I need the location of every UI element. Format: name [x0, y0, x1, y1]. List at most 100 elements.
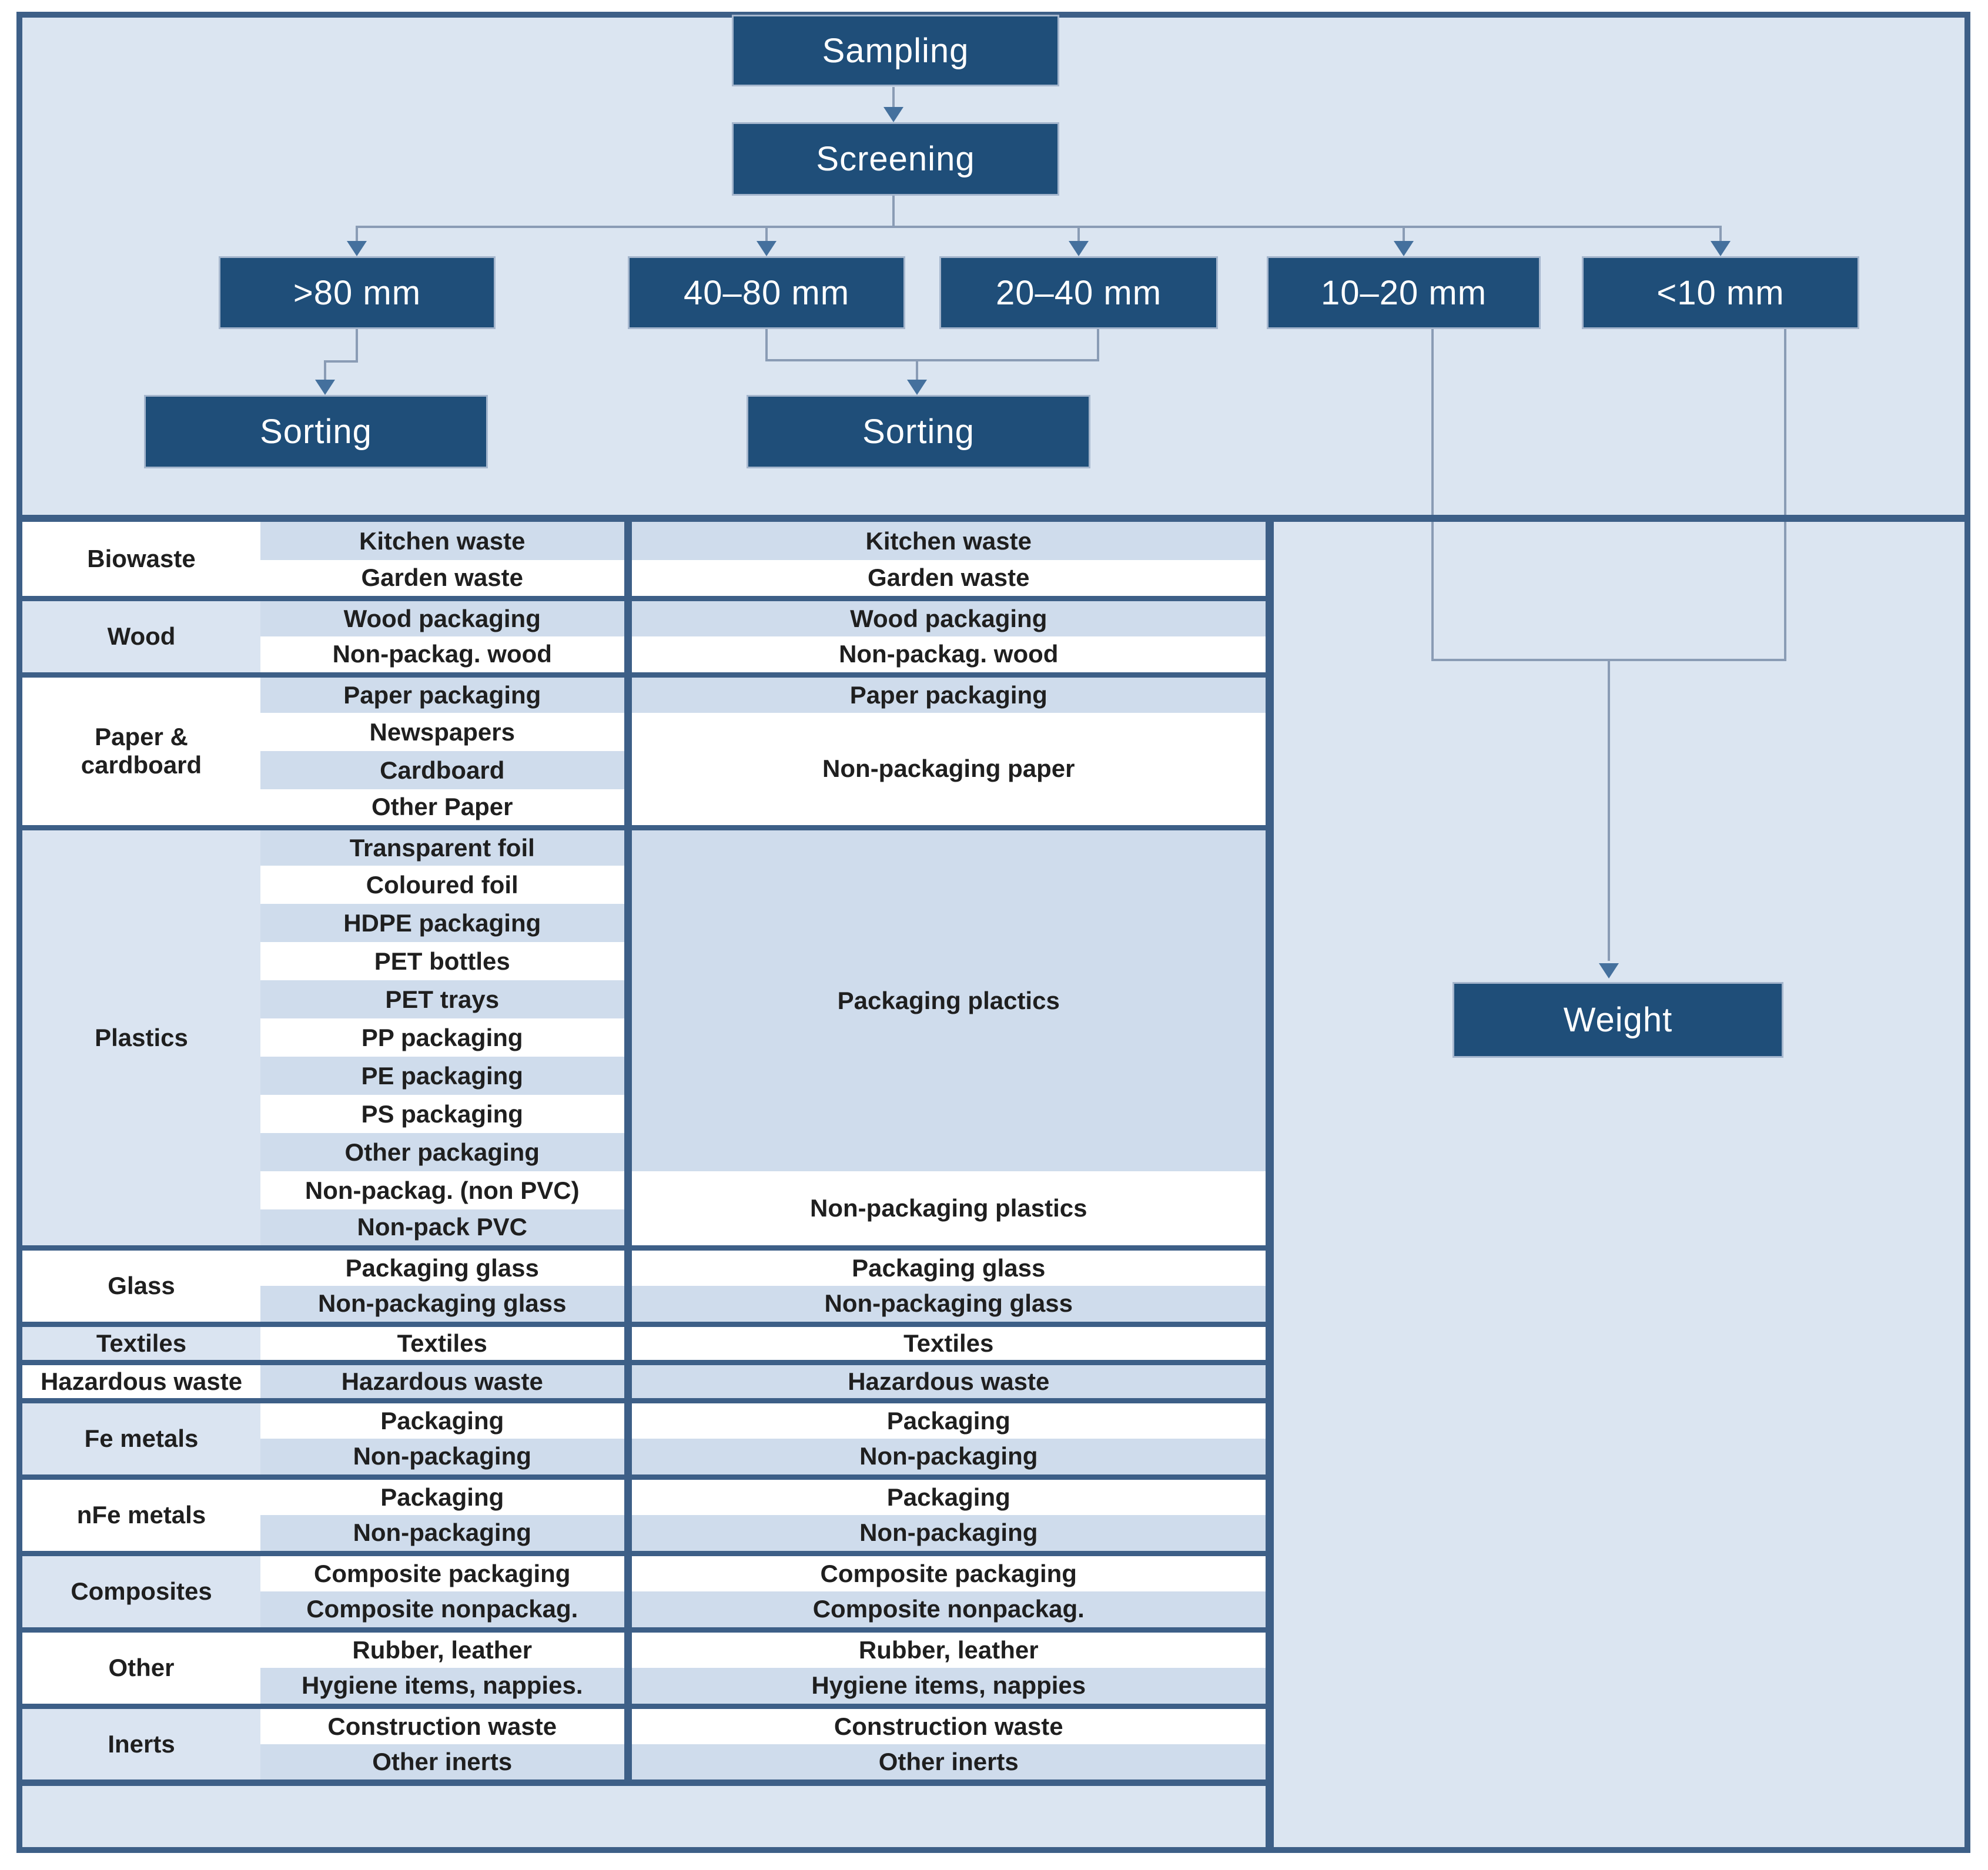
sorting-label: Sorting	[862, 413, 975, 451]
connector-mid-sorting-h	[765, 359, 1099, 361]
fraction1-cell: Composite nonpackag.	[260, 1591, 628, 1630]
process-box-sampling: Sampling	[732, 15, 1059, 86]
fraction2-cell: Packaging plactics	[624, 825, 1266, 1171]
table-row: PET trays	[22, 980, 1266, 1018]
fraction2-cell: Composite nonpackag.	[624, 1591, 1266, 1630]
fraction2-cell: Construction waste	[624, 1703, 1266, 1744]
connector-10-drop	[1784, 328, 1786, 661]
drop-fraction-20-40	[1077, 227, 1080, 242]
fraction1-cell: Composite packaging	[260, 1550, 628, 1591]
table-row: Composite nonpackag.Composite nonpackag.	[22, 1591, 1266, 1630]
fraction1-cell: Packaging glass	[260, 1245, 628, 1286]
connector-80-sorting-v2	[324, 360, 326, 382]
category-cell: Other	[22, 1627, 260, 1706]
fraction1-cell: Packaging	[260, 1474, 628, 1515]
arrowhead-fraction-10	[1711, 241, 1731, 256]
fraction2-cell: Garden waste	[624, 560, 1266, 598]
process-box-sorting-mid: Sorting	[747, 395, 1090, 468]
connector-80-sorting-h	[324, 360, 358, 363]
fraction-box-10-20mm: 10–20 mm	[1267, 256, 1541, 329]
fraction2-cell: Non-packaging	[624, 1439, 1266, 1477]
fraction1-cell: Packaging	[260, 1398, 628, 1439]
category-cell: Fe metals	[22, 1398, 260, 1477]
fraction2-cell: Other inerts	[624, 1744, 1266, 1782]
fraction-box-20-40mm: 20–40 mm	[939, 256, 1218, 329]
fraction1-cell: Garden waste	[260, 560, 628, 598]
table-row: Non-packag. (non PVC)Non-packaging plast…	[22, 1171, 1266, 1248]
fraction2-cell: Kitchen waste	[624, 522, 1266, 560]
fraction1-cell: Kitchen waste	[260, 522, 628, 560]
fraction2-cell: Textiles	[624, 1321, 1266, 1362]
fraction2-cell: Paper packaging	[624, 672, 1266, 713]
fraction-label: 10–20 mm	[1320, 273, 1487, 312]
fraction1-cell: Coloured foil	[260, 866, 628, 904]
fraction2-cell: Packaging	[624, 1398, 1266, 1439]
arrowhead-weight	[1599, 963, 1619, 978]
fraction1-cell: PP packaging	[260, 1018, 628, 1057]
connector-sampling-screening	[892, 87, 895, 110]
fraction1-cell: Construction waste	[260, 1703, 628, 1744]
category-cell: Paper & cardboard	[22, 672, 260, 827]
fraction2-cell: Non-packaging plastics	[624, 1171, 1266, 1248]
arrowhead-fraction-40-80	[757, 241, 777, 256]
fraction-label: 20–40 mm	[995, 273, 1162, 312]
category-cell: Textiles	[22, 1321, 260, 1362]
category-cell: Hazardous waste	[22, 1359, 260, 1400]
fraction1-cell: PS packaging	[260, 1095, 628, 1133]
category-cell: Glass	[22, 1245, 260, 1324]
fraction1-cell: Non-packag. (non PVC)	[260, 1171, 628, 1209]
fraction2-cell: Wood packaging	[624, 595, 1266, 636]
fraction2-cell: Non-packag. wood	[624, 636, 1266, 675]
connector-weight-v	[1608, 659, 1610, 961]
category-cell: Biowaste	[22, 522, 260, 598]
table-row: Coloured foil	[22, 866, 1266, 904]
process-box-screening: Screening	[732, 122, 1059, 196]
fraction2-cell: Non-packaging paper	[624, 713, 1266, 827]
fraction1-cell: PE packaging	[260, 1057, 628, 1095]
screening-label: Screening	[816, 140, 975, 178]
arrowhead-sorting-left	[315, 380, 335, 395]
fraction-label: 40–80 mm	[683, 273, 850, 312]
fraction1-cell: Non-packaging glass	[260, 1286, 628, 1324]
category-cell: Plastics	[22, 825, 260, 1248]
fraction-box-40-80mm: 40–80 mm	[628, 256, 905, 329]
fraction1-cell: PET bottles	[260, 942, 628, 980]
table-row: Other packaging	[22, 1133, 1266, 1171]
drop-fraction-10	[1719, 227, 1722, 242]
fraction2-cell: Packaging	[624, 1474, 1266, 1515]
fraction-label: >80 mm	[293, 273, 421, 312]
vertical-separator	[1266, 515, 1274, 1853]
fraction1-cell: Rubber, leather	[260, 1627, 628, 1668]
connector-1020-drop	[1431, 329, 1434, 661]
fraction2-cell: Rubber, leather	[624, 1627, 1266, 1668]
drop-fraction-40-80	[765, 227, 768, 242]
fraction1-cell: Other packaging	[260, 1133, 628, 1171]
fraction1-cell: HDPE packaging	[260, 904, 628, 942]
arrowhead-fraction-10-20	[1394, 241, 1414, 256]
fraction1-cell: Non-packaging	[260, 1439, 628, 1477]
fraction2-cell: Non-packaging glass	[624, 1286, 1266, 1324]
table-row: PP packaging	[22, 1018, 1266, 1057]
connector-screening-branch	[892, 196, 895, 227]
arrowhead-fraction-80	[347, 241, 367, 256]
drop-fraction-10-20	[1403, 227, 1405, 242]
fraction2-cell: Hazardous waste	[624, 1359, 1266, 1400]
fraction1-cell: Newspapers	[260, 713, 628, 751]
fraction1-cell: Hygiene items, nappies.	[260, 1668, 628, 1706]
fraction2-cell: Non-packaging	[624, 1515, 1266, 1553]
fraction1-cell: Paper packaging	[260, 672, 628, 713]
fraction1-cell: Non-packag. wood	[260, 636, 628, 675]
